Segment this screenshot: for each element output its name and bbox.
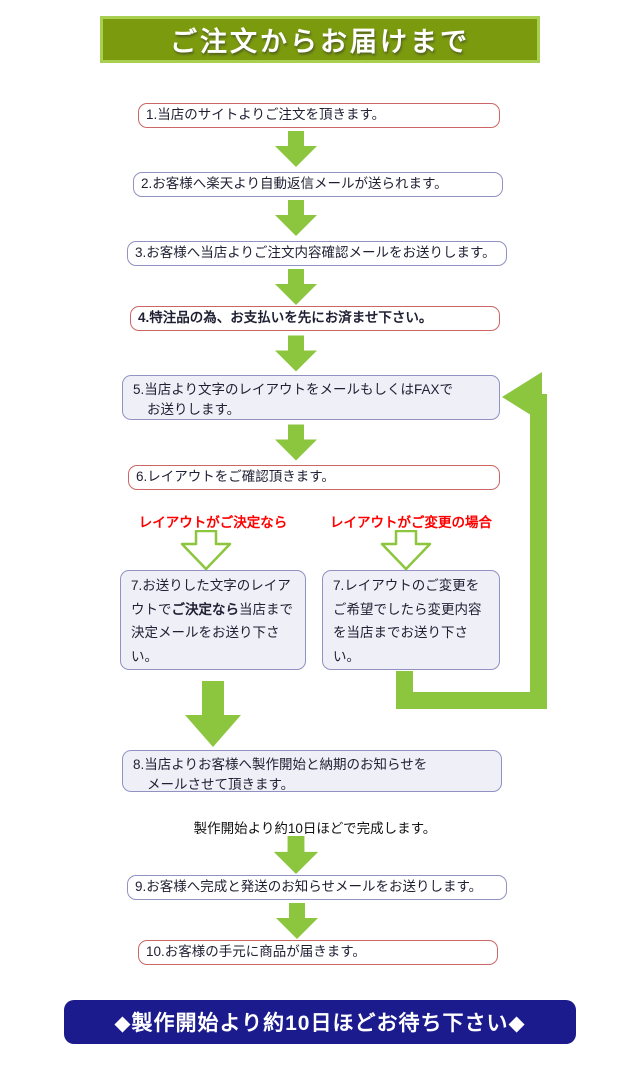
step-3-text: 3.お客様へ当店よりご注文内容確認メールをお送りします。	[135, 245, 496, 261]
step-7-left-box: 7.お送りした文字のレイアウトでご決定なら当店まで決定メールをお送り下さい。	[120, 570, 306, 670]
hollow-down-arrow-icon	[380, 530, 432, 570]
step-2-text: 2.お客様へ楽天より自動返信メールが送られます。	[141, 176, 448, 192]
hollow-down-arrow-icon	[180, 530, 232, 570]
branch-right-label: レイアウトがご変更の場合	[330, 515, 492, 530]
step-7-left-text-after: 当店まで決定メールをお送り下さい。	[131, 601, 293, 664]
title-text: ご注文からお届けまで	[170, 27, 470, 57]
step-10-box: 10.お客様の手元に商品が届きます。	[138, 940, 498, 965]
step-6-text: 6.レイアウトをご確認頂きます。	[136, 469, 335, 485]
down-arrow-icon	[275, 335, 317, 372]
step-8-line2: メールさせて頂きます。	[147, 777, 295, 793]
step-7-right-box: 7.レイアウトのご変更をご希望でしたら変更内容を当店までお送り下さい。	[322, 570, 500, 670]
step-6-box: 6.レイアウトをご確認頂きます。	[128, 465, 500, 490]
loop-left-arrowhead-icon	[502, 372, 542, 422]
down-arrow-icon	[276, 903, 318, 939]
down-arrow-icon	[275, 424, 317, 461]
step-7-left-text-before: 7.お送りした文字のレイアウトで	[131, 578, 291, 617]
down-arrow-icon	[185, 681, 241, 747]
step-8-box: 8.当店よりお客様へ製作開始と納期のお知らせを メールさせて頂きます。	[122, 750, 502, 792]
step-1-box: 1.当店のサイトよりご注文を頂きます。	[138, 103, 500, 128]
step-7-left-text-bold: ご決定なら	[171, 601, 240, 617]
step-7-right-text: 7.レイアウトのご変更をご希望でしたら変更内容を当店までお送り下さい。	[333, 578, 482, 664]
step-3-box: 3.お客様へ当店よりご注文内容確認メールをお送りします。	[127, 241, 507, 266]
down-arrow-icon	[273, 836, 319, 874]
step-4-box: 4.特注品の為、お支払いを先にお済ませ下さい。	[130, 306, 500, 331]
branch-left-label: レイアウトがご決定なら	[138, 515, 288, 530]
step-9-text: 9.お客様へ完成と発送のお知らせメールをお送りします。	[135, 879, 483, 895]
step-8-line1: 8.当店よりお客様へ製作開始と納期のお知らせを	[133, 757, 428, 772]
down-arrow-icon	[275, 131, 317, 167]
footer-text: ◆製作開始より約10日ほどお待ち下さい◆	[114, 1012, 526, 1035]
step-5-box: 5.当店より文字のレイアウトをメールもしくはFAXで お送りします。	[122, 375, 500, 420]
down-arrow-icon	[275, 269, 317, 305]
loop-bar-vertical-right	[530, 394, 547, 709]
title-banner: ご注文からお届けまで	[100, 16, 540, 63]
step-1-text: 1.当店のサイトよりご注文を頂きます。	[146, 107, 386, 123]
down-arrow-icon	[275, 200, 317, 236]
completion-note: 製作開始より約10日ほどで完成します。	[193, 821, 437, 836]
footer-banner: ◆製作開始より約10日ほどお待ち下さい◆	[64, 1000, 576, 1044]
step-9-box: 9.お客様へ完成と発送のお知らせメールをお送りします。	[127, 875, 507, 900]
step-4-text: 4.特注品の為、お支払いを先にお済ませ下さい。	[138, 310, 433, 326]
loop-bar-horizontal	[396, 692, 547, 709]
step-2-box: 2.お客様へ楽天より自動返信メールが送られます。	[133, 172, 503, 197]
step-5-line1: 5.当店より文字のレイアウトをメールもしくはFAXで	[133, 382, 453, 397]
step-5-line2: お送りします。	[147, 402, 241, 418]
step-10-text: 10.お客様の手元に商品が届きます。	[146, 944, 366, 960]
